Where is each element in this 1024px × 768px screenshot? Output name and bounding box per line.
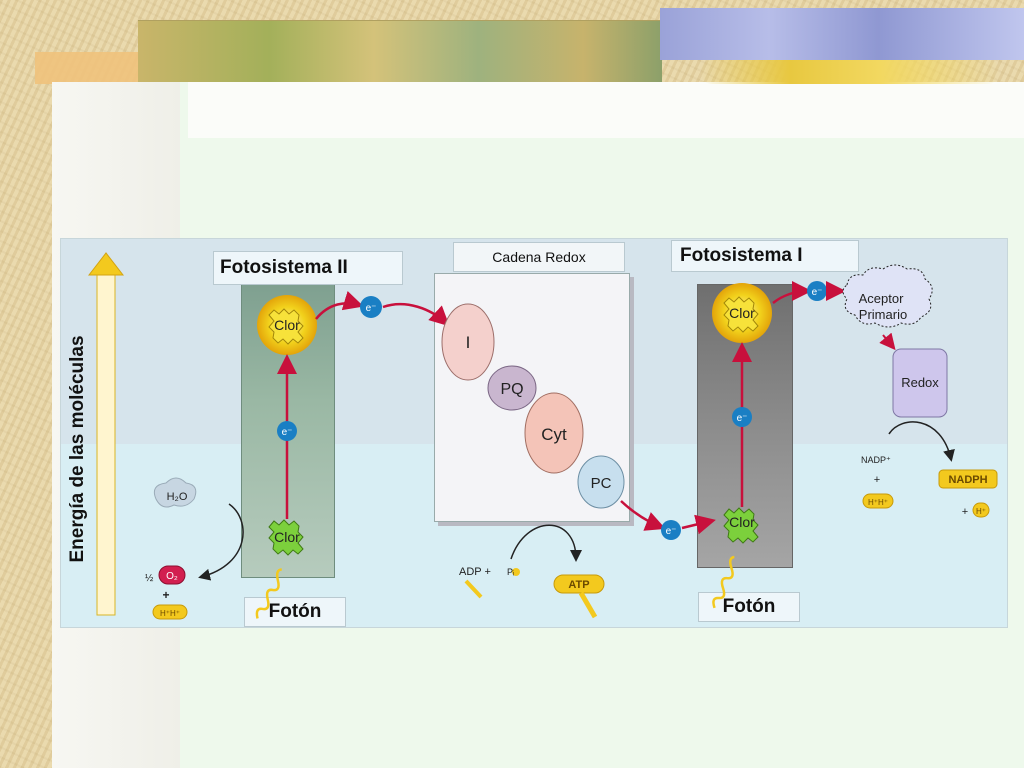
- photosystem-i-title: Fotosistema I: [671, 240, 859, 272]
- redox-box: Redox: [892, 348, 948, 418]
- pi-dot: [512, 568, 520, 576]
- electron-to-ps1-arrow: [681, 514, 716, 535]
- energy-axis-label: Energía de las moléculas: [67, 335, 88, 562]
- photon-label-ps1: Fotón: [698, 592, 800, 622]
- redox-node-pc-label: PC: [591, 475, 612, 492]
- water-protons: H⁺H⁺: [152, 604, 188, 620]
- atp-label: ATP: [568, 579, 589, 591]
- ps1-bottom-label: Clor: [729, 514, 755, 530]
- redox-to-electron-arrow: [620, 500, 666, 531]
- photosynthesis-diagram: Fotosistema II Cadena Redox Fotosistema …: [60, 238, 1008, 628]
- redox-node-i: I: [441, 303, 495, 381]
- ps2-bottom-label: Clor: [274, 529, 300, 545]
- water-plus: +: [162, 588, 169, 602]
- ps2-chlorophyll-bottom: Clor: [268, 519, 304, 556]
- nadph-cycle-arrow: [888, 421, 955, 462]
- redox-node-pq-label: PQ: [500, 381, 523, 398]
- o2-molecule: O₂: [158, 565, 186, 585]
- adp-stick: [464, 579, 483, 599]
- nadph-proton: H⁺: [972, 502, 990, 518]
- redox-node-cyt-label: Cyt: [541, 425, 567, 444]
- water-protons-label: H⁺H⁺: [160, 609, 180, 618]
- photosystem-ii-title: Fotosistema II: [213, 251, 403, 285]
- ps1-electron: e⁻: [732, 407, 752, 427]
- chain-electron-3: e⁻: [807, 281, 827, 301]
- decor-gold-swirl: [700, 60, 1000, 84]
- h2o-molecule: H₂O: [153, 477, 197, 508]
- nadph-protons-label: H⁺H⁺: [868, 498, 888, 507]
- energy-axis: [87, 252, 125, 616]
- primary-acceptor: Aceptor Primario: [842, 264, 933, 328]
- ps2-to-electron-arrow: [315, 291, 364, 320]
- acceptor-line1: Aceptor: [859, 291, 904, 306]
- photosystem-i-title-text: Fotosistema I: [680, 245, 803, 266]
- redox-box-label: Redox: [901, 375, 939, 390]
- chain-electron-2-label: e⁻: [666, 526, 677, 537]
- decor-leaf-banner: [138, 20, 662, 83]
- adp-label: ADP +: [459, 566, 491, 578]
- nadph-protons: H⁺H⁺: [862, 493, 894, 509]
- nadph-proton-label: H⁺: [976, 507, 986, 516]
- redox-node-pq: PQ: [487, 365, 537, 411]
- chain-electron-2: e⁻: [661, 520, 681, 540]
- chain-electron-1-label: e⁻: [366, 303, 377, 314]
- energy-arrow-head: [87, 252, 125, 276]
- photosystem-ii-title-text: Fotosistema II: [220, 257, 348, 278]
- nadph-plus: +: [962, 506, 968, 518]
- energy-arrow-shaft: [96, 268, 116, 616]
- ps1-electron-label: e⁻: [737, 413, 748, 424]
- redox-node-i-label: I: [466, 333, 471, 352]
- atp-cycle-arrow: [510, 524, 582, 562]
- acceptor-line2: Primario: [859, 307, 907, 322]
- ps2-top-label: Clor: [274, 317, 300, 333]
- redox-node-pc: PC: [577, 455, 625, 509]
- redox-node-cyt: Cyt: [524, 392, 584, 474]
- electron-to-redox-arrow: [382, 302, 450, 327]
- half-fraction: ½: [145, 573, 154, 584]
- water-split-arrow: [198, 503, 244, 581]
- nadph-badge: NADPH: [938, 469, 998, 489]
- ps2-electron-label: e⁻: [282, 427, 293, 438]
- slide-title-area: [188, 82, 1024, 138]
- pi-label: Pᵢ: [507, 567, 514, 577]
- ps1-photon-wave: [712, 555, 735, 609]
- redox-chain-title: Cadena Redox: [453, 242, 625, 272]
- photon-label-ps2: Fotón: [244, 597, 346, 627]
- nadph-label: NADPH: [948, 474, 987, 486]
- h2o-label: H₂O: [167, 491, 188, 503]
- ps2-electron: e⁻: [277, 421, 297, 441]
- chain-electron-1: e⁻: [360, 296, 382, 318]
- diagram-graphics: Energía de las moléculas Clor Clor e⁻ e⁻: [67, 252, 998, 620]
- ps2-photon-wave: [255, 568, 282, 619]
- atp-badge: ATP: [553, 574, 605, 619]
- ps2-chlorophyll-top: Clor: [257, 295, 317, 355]
- decor-flower-banner: [660, 8, 1024, 60]
- ps1-to-electron-arrow: [772, 281, 812, 304]
- photon-label-ps1-text: Fotón: [722, 596, 776, 617]
- ps1-chlorophyll-bottom: Clor: [723, 507, 759, 544]
- nadp-label: NADP⁺: [861, 455, 891, 465]
- ps1-top-label: Clor: [729, 305, 755, 321]
- chain-electron-3-label: e⁻: [812, 287, 823, 298]
- o2-label: O₂: [166, 571, 178, 582]
- photon-label-ps2-text: Fotón: [268, 601, 322, 622]
- redox-chain-title-text: Cadena Redox: [492, 249, 586, 265]
- acceptor-to-redox-arrow: [879, 332, 896, 351]
- nadp-plus: +: [874, 474, 880, 486]
- ps1-chlorophyll-top: Clor: [712, 283, 772, 343]
